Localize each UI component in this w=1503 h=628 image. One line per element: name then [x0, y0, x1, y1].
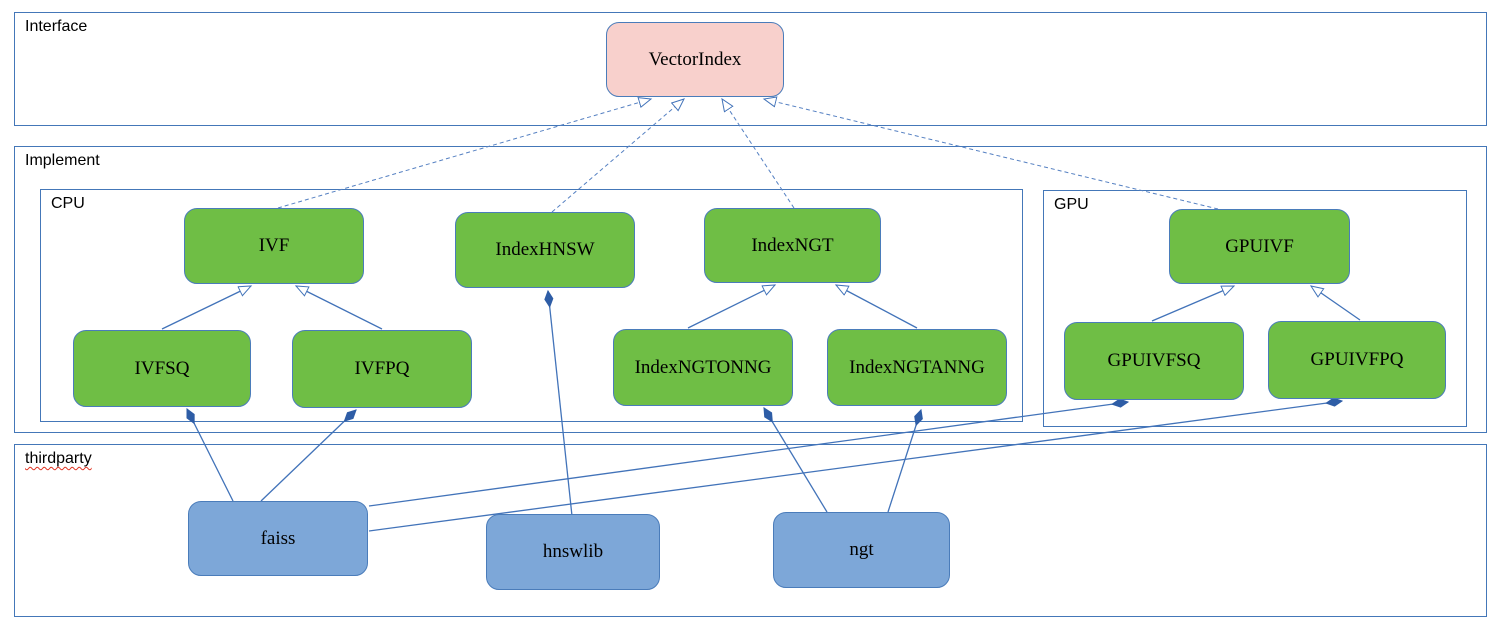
container-implement-label: Implement	[25, 152, 100, 169]
node-indexngtonng-label: IndexNGTONNG	[634, 356, 772, 378]
node-gpuivf-label: GPUIVF	[1225, 235, 1294, 257]
node-indexhnsw[interactable]: IndexHNSW	[455, 212, 635, 288]
node-hnswlib-label: hnswlib	[542, 541, 604, 562]
node-gpuivf[interactable]: GPUIVF	[1169, 209, 1350, 284]
node-hnswlib[interactable]: hnswlib	[486, 514, 660, 590]
container-cpu-label: CPU	[51, 195, 85, 212]
node-gpuivfpq[interactable]: GPUIVFPQ	[1268, 321, 1446, 399]
node-indexhnsw-label: IndexHNSW	[495, 239, 595, 260]
node-indexngtanng-label: IndexNGTANNG	[849, 356, 985, 378]
node-ivf[interactable]: IVF	[184, 208, 364, 284]
node-ivfsq[interactable]: IVFSQ	[73, 330, 251, 407]
node-ngt-label: ngt	[849, 539, 874, 560]
container-interface-label: Interface	[25, 18, 88, 35]
node-vectorindex[interactable]: VectorIndex	[606, 22, 784, 97]
node-faiss-label: faiss	[260, 527, 296, 549]
node-faiss[interactable]: faiss	[188, 501, 368, 576]
container-gpu-label: GPU	[1054, 196, 1089, 213]
node-indexngtanng[interactable]: IndexNGTANNG	[827, 329, 1007, 406]
node-indexngt[interactable]: IndexNGT	[704, 208, 881, 283]
node-ivf-label: IVF	[258, 235, 290, 256]
container-thirdparty-label: thirdparty	[25, 450, 92, 467]
node-vectorindex-label: VectorIndex	[648, 48, 742, 70]
node-indexngt-label: IndexNGT	[751, 234, 834, 256]
node-gpuivfsq-label: GPUIVFSQ	[1107, 350, 1201, 371]
node-gpuivfpq-label: GPUIVFPQ	[1310, 349, 1404, 370]
node-ivfpq[interactable]: IVFPQ	[292, 330, 472, 408]
node-ngt[interactable]: ngt	[773, 512, 950, 588]
node-ivfsq-label: IVFSQ	[134, 357, 190, 379]
node-indexngtonng[interactable]: IndexNGTONNG	[613, 329, 793, 406]
node-ivfpq-label: IVFPQ	[354, 358, 410, 379]
node-gpuivfsq[interactable]: GPUIVFSQ	[1064, 322, 1244, 400]
